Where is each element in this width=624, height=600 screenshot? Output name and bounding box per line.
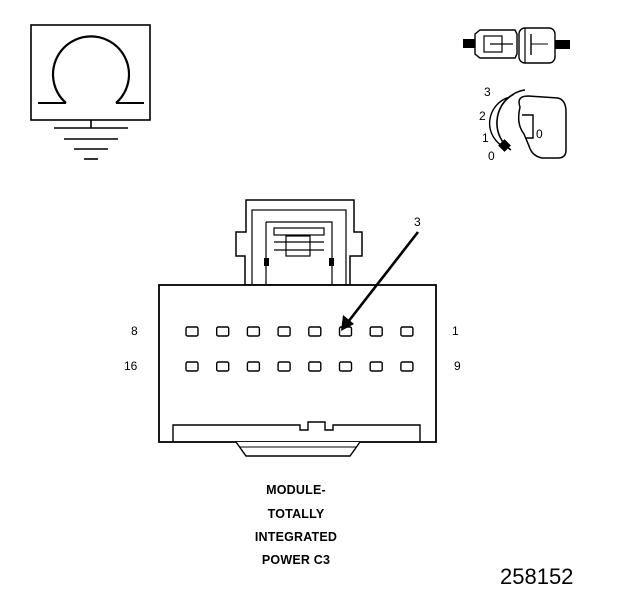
pin-cavity: [185, 326, 199, 337]
ignition-switch-icon: [489, 89, 567, 159]
pin-cavity: [277, 361, 291, 372]
pin-cavity: [369, 326, 383, 337]
pin-cavities: [185, 326, 414, 372]
row1-right-pin-label: 1: [452, 324, 459, 338]
row2-right-pin-label: 9: [454, 359, 461, 373]
key-position-0: 0: [488, 149, 495, 163]
caption-line-3: INTEGRATED: [254, 530, 338, 544]
caption-line-2: TOTALLY: [267, 507, 325, 521]
figure-number: 258152: [500, 564, 574, 589]
row1-left-pin-label: 8: [131, 324, 138, 338]
pin-cavity: [400, 361, 414, 372]
connector-body: [158, 199, 437, 457]
pin-cavity: [246, 326, 261, 337]
pin-cavity: [215, 361, 230, 372]
callout-number: 3: [414, 215, 421, 229]
pin-cavity: [369, 361, 383, 372]
connector-pair-icon: [463, 27, 570, 64]
key-label: 0: [536, 127, 543, 141]
pin-cavity: [246, 361, 261, 372]
pin-cavity: [185, 361, 199, 372]
caption-line-1: MODULE-: [266, 483, 326, 497]
pin-cavity: [400, 326, 414, 337]
callout-arrow: [341, 231, 420, 331]
key-position-2: 2: [479, 109, 486, 123]
pin-cavity: [215, 326, 230, 337]
key-position-3: 3: [484, 85, 491, 99]
pin-cavity: [308, 326, 322, 337]
pin-cavity: [338, 361, 353, 372]
key-position-1: 1: [482, 131, 489, 145]
pin-cavity: [308, 361, 322, 372]
ground-symbol-icon: [30, 24, 151, 160]
caption-line-4: POWER C3: [261, 553, 331, 567]
row2-left-pin-label: 16: [124, 359, 138, 373]
pin-cavity: [277, 326, 291, 337]
